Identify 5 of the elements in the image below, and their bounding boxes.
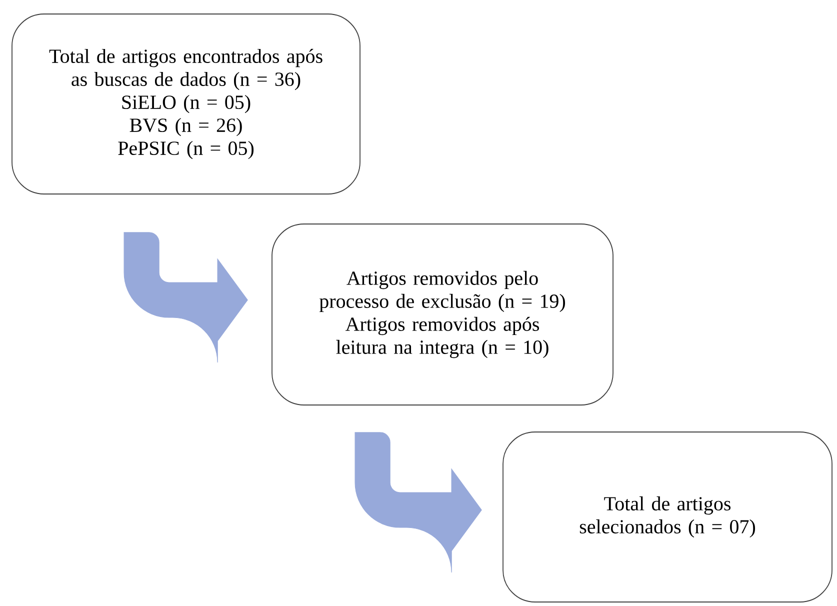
process-box: Total de artigos encontrados após as buscas de dados (n = 36) SiELO (n = 05) BVS (n = 26) PePSIC (n = 05) [12,14,360,194]
bent-arrow [354,432,482,573]
process-box: Artigos removidos pelo processo de exclusão (n = 19) Artigos removidos após leitura na integra (n = 10) [272,224,614,406]
process-box: Total de artigos selecionados (n = 07) [502,432,832,602]
bent-arrow [124,232,248,363]
